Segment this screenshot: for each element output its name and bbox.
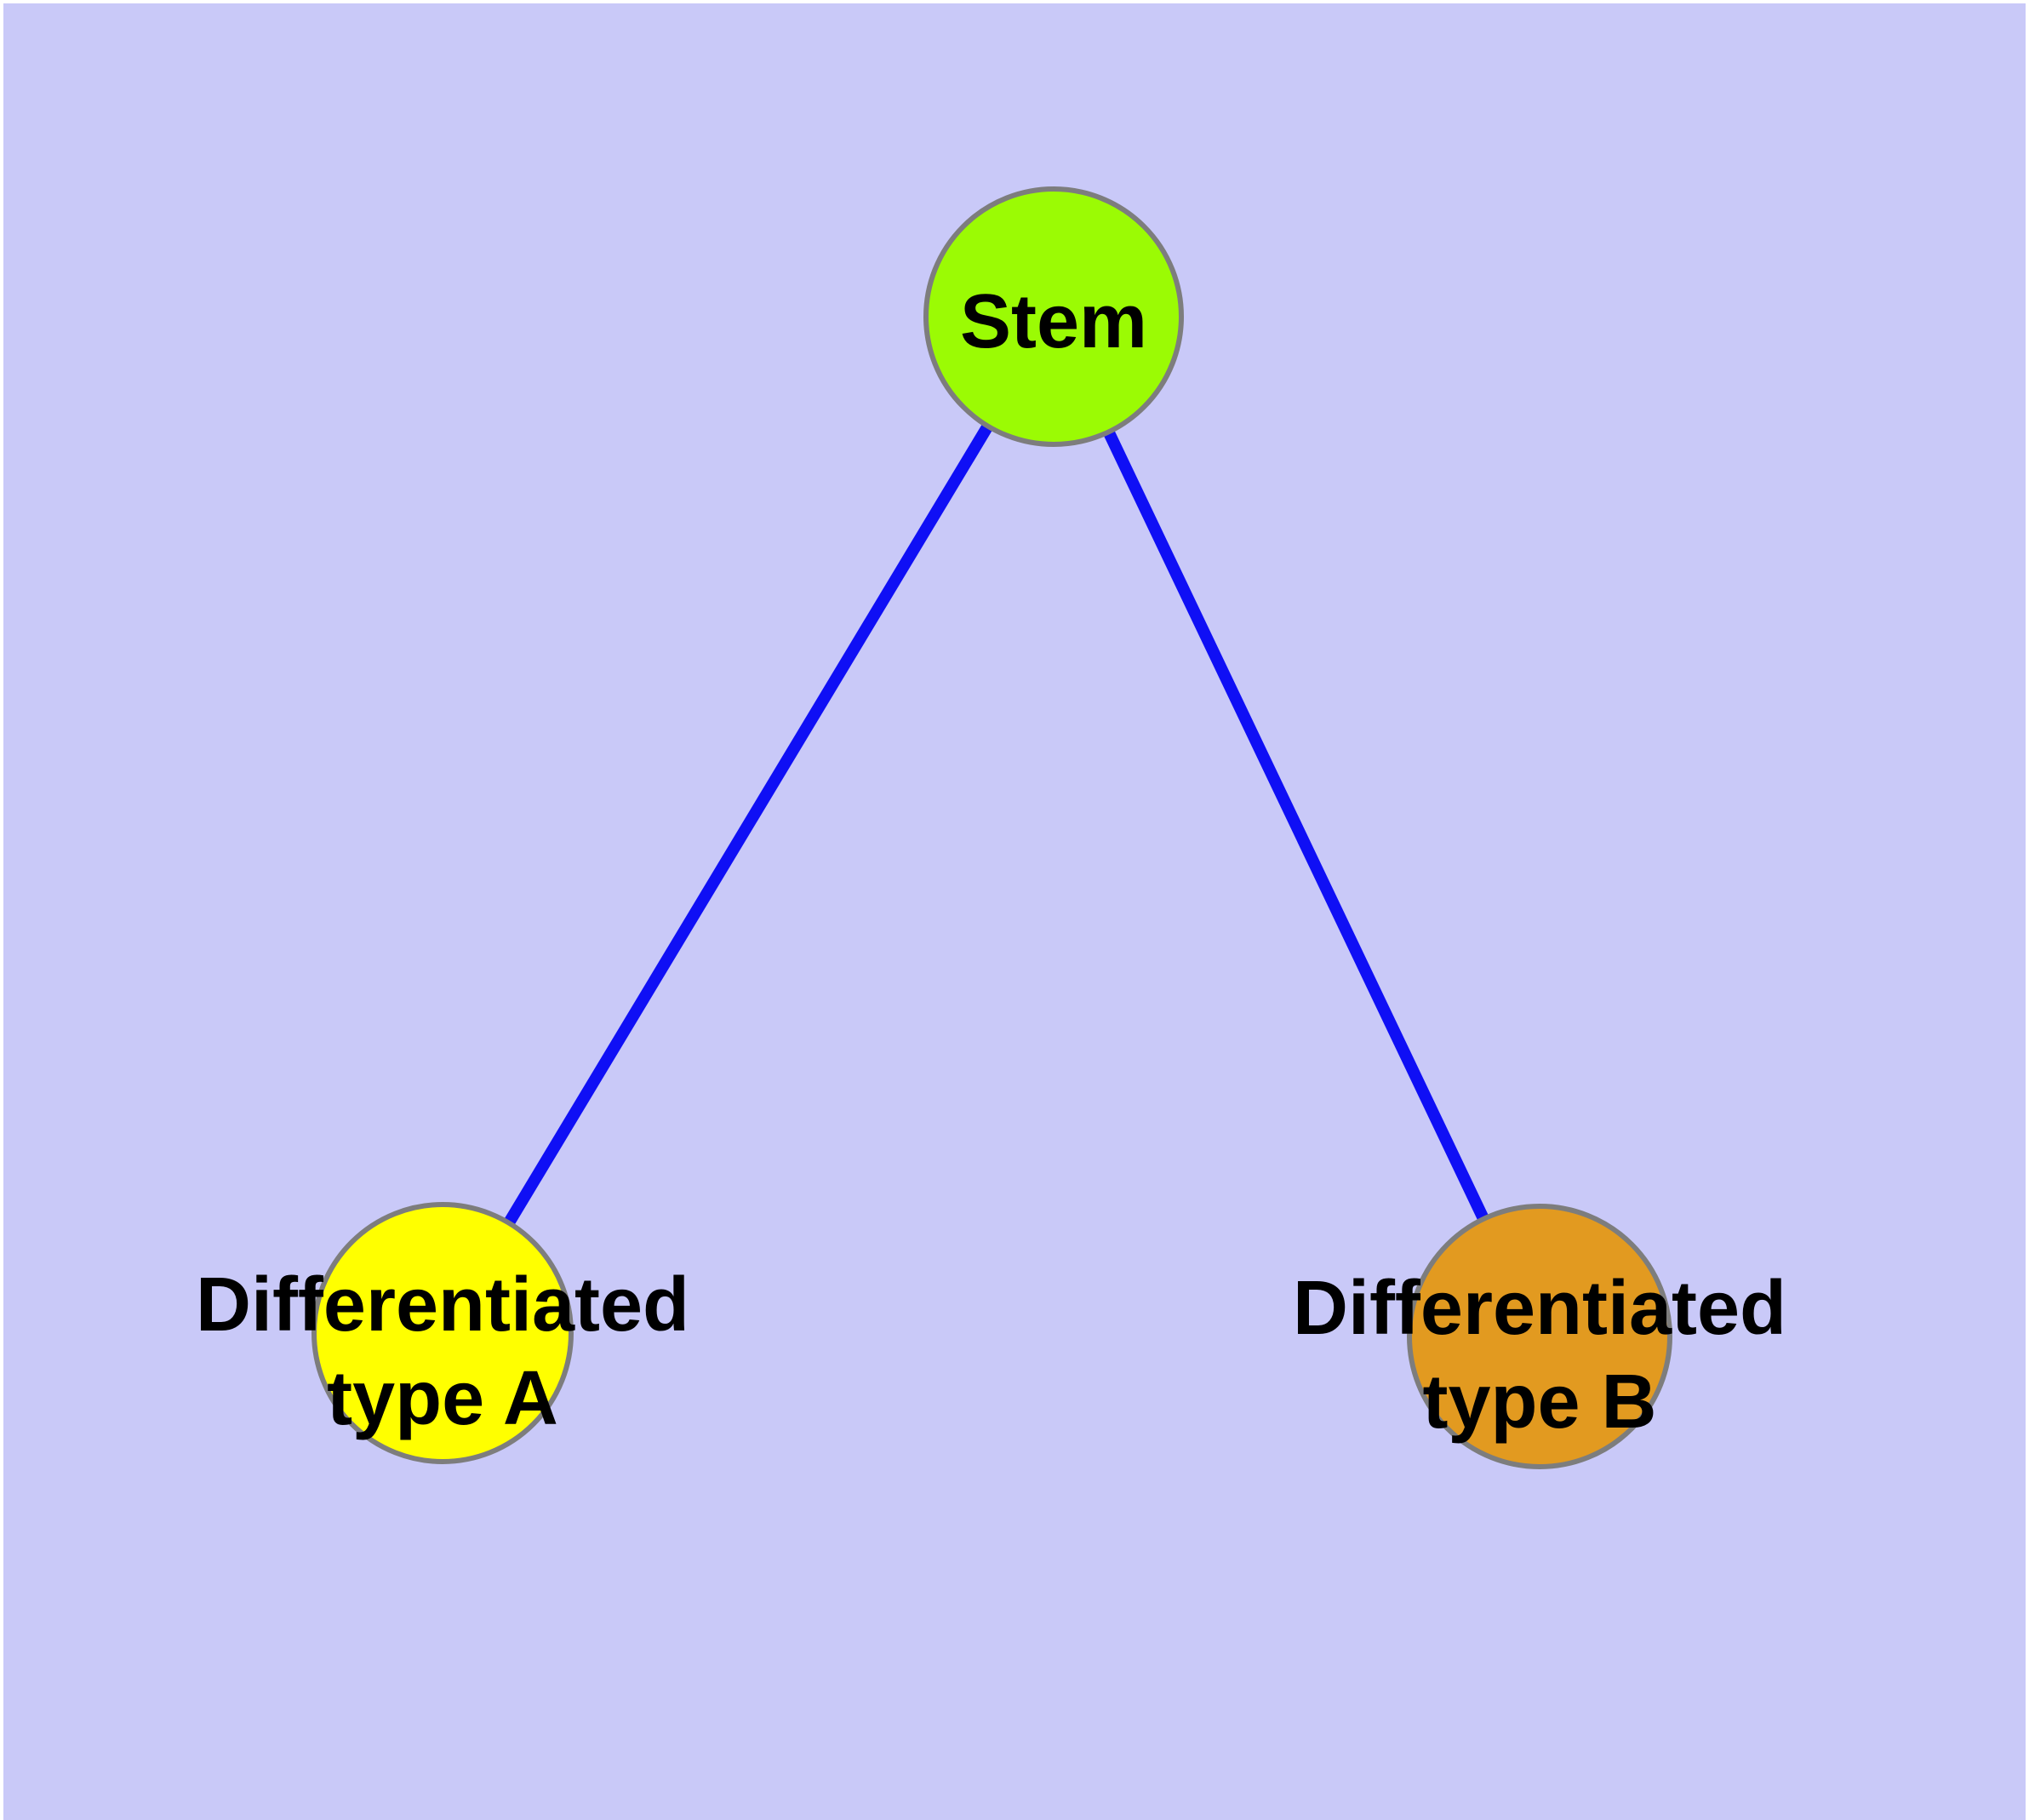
node-type-a-label-line2: type A [327, 1356, 558, 1441]
node-type-a-label-line1: Differentiated [196, 1262, 689, 1348]
node-stem-circle [923, 186, 1184, 447]
node-type-b-label-line2: type B [1422, 1359, 1656, 1445]
node-type-a-circle [311, 1202, 574, 1464]
node-type-a: Differentiated type A [196, 1202, 689, 1464]
node-type-b-label-line1: Differentiated [1293, 1266, 1786, 1351]
node-type-b-circle [1407, 1204, 1672, 1469]
edge-stem-to-type-a [437, 313, 1059, 1336]
node-type-b: Differentiated type B [1293, 1204, 1786, 1469]
node-stem-label: Stem [960, 279, 1147, 364]
node-stem: Stem [923, 186, 1184, 447]
edge-stem-to-type-b [1048, 313, 1546, 1340]
